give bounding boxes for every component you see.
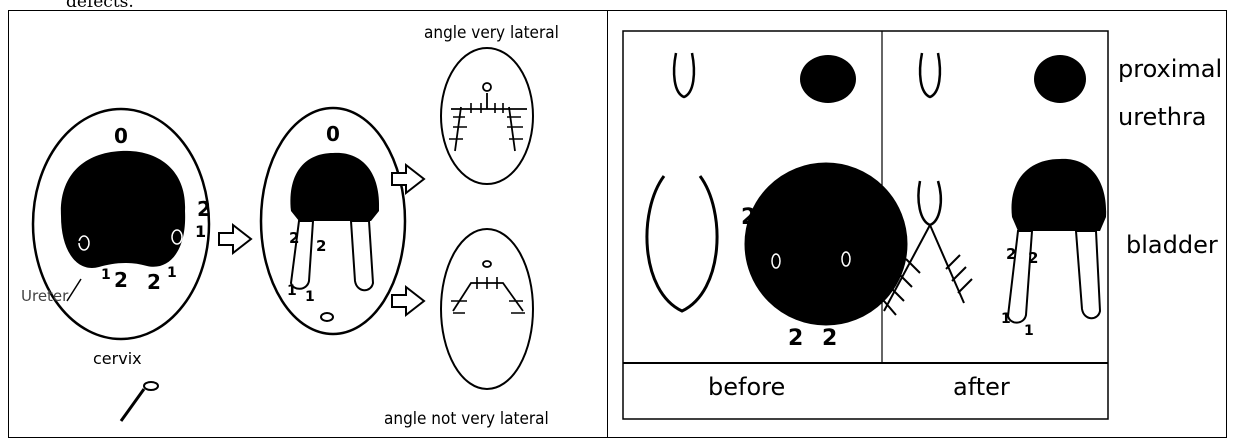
after-column-drawing <box>883 52 1107 324</box>
step1-bladder <box>31 107 211 391</box>
left-diagram-panel: 0 2 1 2 1 2 2 1 1 0 2 2 1 1 <box>8 10 608 438</box>
outcome-not-very-lateral <box>440 228 534 390</box>
suture-mark-right-outer: 2 <box>197 197 211 221</box>
arrow-right-icon <box>218 222 253 256</box>
label-urethra: urethra <box>1118 103 1207 131</box>
after-mark-left: 2 <box>1006 245 1016 263</box>
after-mark-low-left: 1 <box>1001 311 1011 327</box>
label-cervix: cervix <box>93 349 142 368</box>
suture-mark-top: 0 <box>114 124 128 148</box>
before-column-drawing <box>645 52 908 326</box>
suture-mark-right-inner: 1 <box>195 222 206 241</box>
step2-suture-left: 2 <box>289 229 299 247</box>
label-bladder: bladder <box>1126 231 1218 259</box>
suture-mark-bottom-b: 2 <box>147 270 161 294</box>
suture-mark-bottom-d: 1 <box>167 265 177 281</box>
label-angle-very-lateral: angle very lateral <box>424 23 559 43</box>
before-after-diagram: 2 1 2 1 2 2 2 2 1 1 <box>622 30 1109 420</box>
step2-suture-mid: 2 <box>316 237 326 255</box>
arrow-lower-outcome-icon <box>391 284 426 318</box>
label-before: before <box>708 373 786 401</box>
suture-mark-bottom-c: 1 <box>101 267 111 283</box>
suture-mark-left-outer: 2 <box>67 204 81 228</box>
suture-mark-left-inner: 1 <box>71 228 82 247</box>
step2-suture-low-left: 1 <box>287 283 297 299</box>
before-mark-right-inner: 1 <box>864 226 875 245</box>
after-mark-low-mid: 1 <box>1024 323 1034 339</box>
step2-bladder <box>259 106 407 336</box>
before-mark-left-inner: 1 <box>748 236 759 255</box>
label-after: after <box>953 373 1010 401</box>
label-ureter: Ureter <box>21 287 69 305</box>
after-mark-mid: 2 <box>1028 249 1038 267</box>
step2-suture-top: 0 <box>326 122 340 146</box>
outcome-very-lateral <box>440 47 534 185</box>
before-mark-left: 2 <box>741 205 756 230</box>
before-mark-bottom-b: 2 <box>822 326 837 351</box>
before-mark-bottom-a: 2 <box>788 326 803 351</box>
repair-steps-diagram: 0 2 1 2 1 2 2 1 1 0 2 2 1 1 <box>31 47 534 422</box>
caption-fragment: defects. <box>66 0 134 12</box>
arrow-upper-outcome-icon <box>391 162 426 196</box>
label-proximal: proximal <box>1118 55 1223 83</box>
label-angle-not-very-lateral: angle not very lateral <box>384 409 549 429</box>
right-diagram-panel: 2 1 2 1 2 2 2 2 1 1 proximal urethra bla… <box>607 10 1227 438</box>
before-mark-right: 2 <box>861 197 876 222</box>
suture-mark-bottom-a: 2 <box>114 268 128 292</box>
step2-suture-low-mid: 1 <box>305 289 315 305</box>
